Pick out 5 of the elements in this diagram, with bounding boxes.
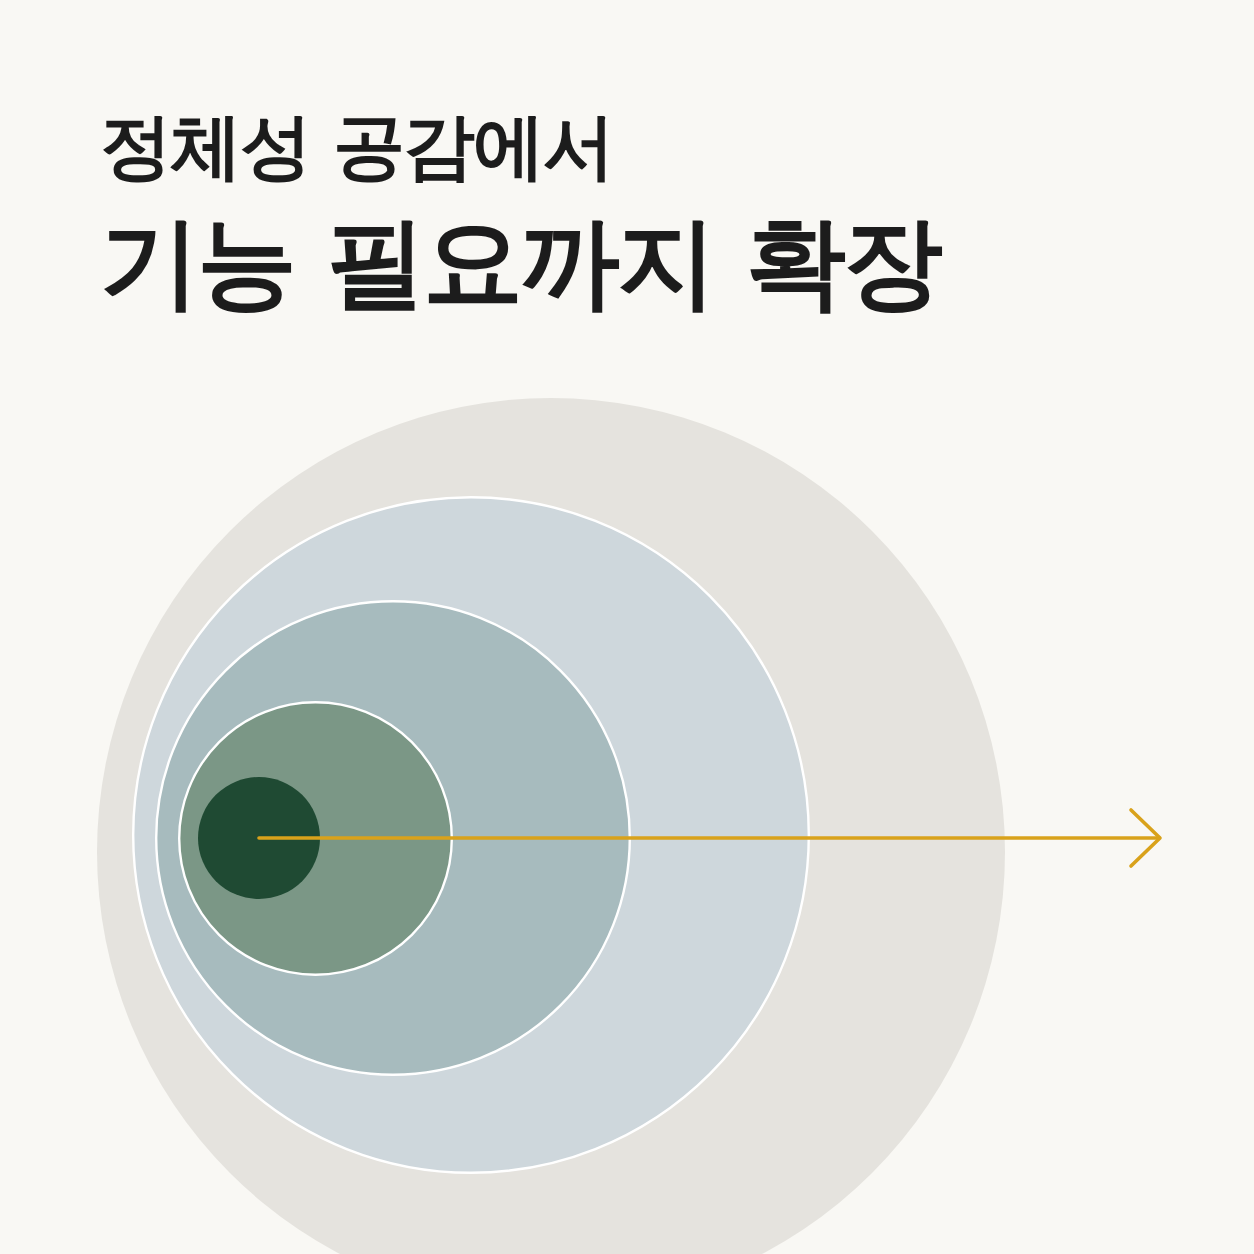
middle-circle [155,600,631,1076]
small-circle [178,700,453,976]
large-circle [132,496,810,1174]
core-circle [198,777,320,899]
title: 정체성 공감에서 기능 필요까지 확장 [100,103,940,323]
